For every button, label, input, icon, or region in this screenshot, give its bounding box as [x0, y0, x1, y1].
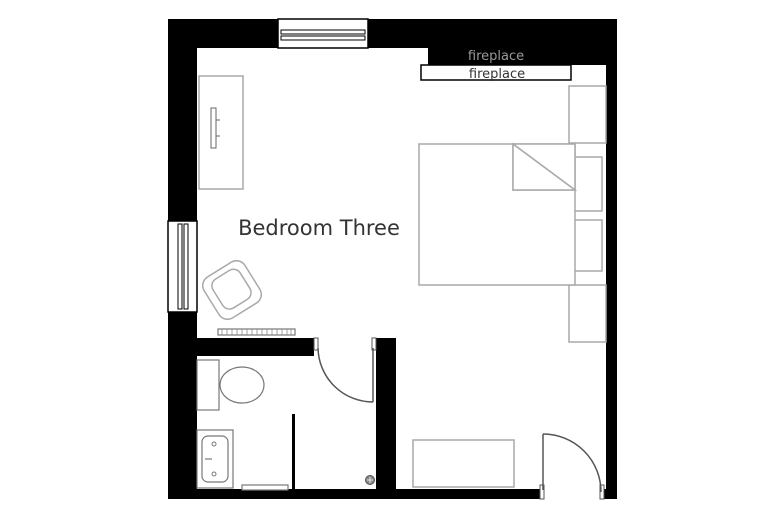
wall-right [606, 19, 617, 499]
door-icon [313, 337, 377, 403]
sink-icon [196, 429, 234, 489]
fireplace-label: fireplace [469, 67, 525, 82]
door-icon [539, 433, 605, 500]
desk-icon [198, 75, 244, 190]
radiator-icon [217, 328, 296, 336]
fireplace: fireplace fireplace [420, 49, 572, 82]
window-top [277, 18, 369, 49]
ensuite-wall-top [168, 338, 314, 356]
hearth [420, 64, 572, 81]
room-label: Bedroom Three [238, 216, 400, 240]
wardrobe-icon [568, 284, 607, 343]
bed-icon [418, 142, 578, 286]
chimney-breast [428, 19, 617, 65]
wall-left-upper [168, 19, 197, 221]
window-left [167, 220, 198, 313]
bath-edge [241, 484, 289, 491]
fireplace-ghost-label: fireplace [468, 49, 524, 64]
toilet-icon [196, 359, 265, 411]
bench-icon [412, 439, 515, 488]
drain-icon [365, 475, 375, 485]
armchair-icon [201, 259, 263, 321]
ensuite-wall-right [376, 338, 396, 499]
shower-screen [292, 414, 295, 490]
wall-bottom [168, 489, 540, 499]
wall-bottom-right-stub [604, 489, 617, 499]
wardrobe-icon [568, 85, 607, 144]
